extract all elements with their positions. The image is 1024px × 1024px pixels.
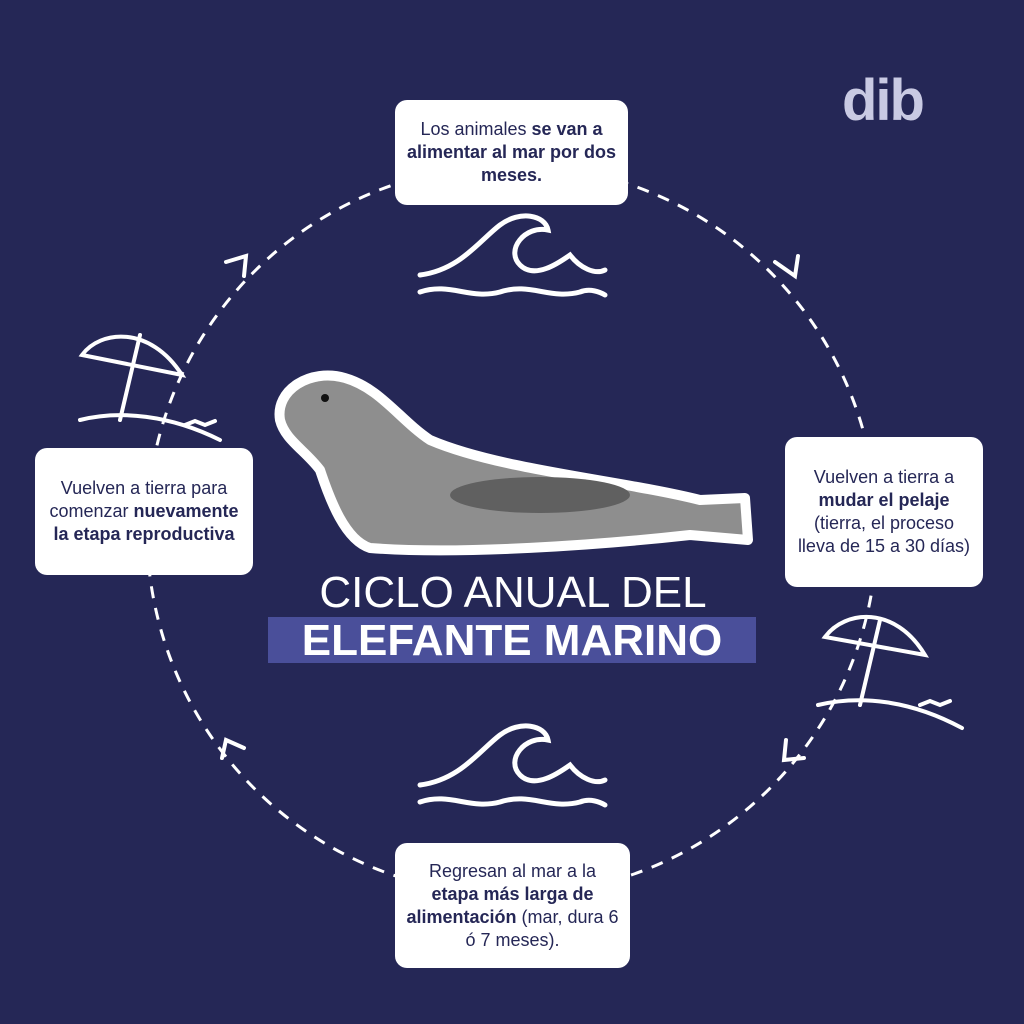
arrow-icon bbox=[220, 253, 806, 763]
step-text-bold: nuevamente la etapa reproductiva bbox=[53, 501, 239, 544]
step-text-bold: mudar el pelaje bbox=[818, 490, 950, 510]
step-text: Vuelven a tierra para comenzar bbox=[49, 478, 228, 521]
step-molt: Vuelven a tierra a mudar el pelaje (tier… bbox=[785, 437, 983, 587]
beach-umbrella-icon bbox=[816, 615, 964, 730]
elephant-seal-illustration bbox=[274, 370, 753, 556]
title-line-1: CICLO ANUAL DEL bbox=[319, 568, 707, 617]
step-text-bold: etapa más larga de alimentación bbox=[406, 883, 594, 927]
step-text-bold: se van a alimentar al mar por dos meses. bbox=[406, 119, 617, 185]
step-feed-long: Regresan al mar a la etapa más larga de … bbox=[395, 843, 630, 968]
title-line-2: ELEFANTE MARINO bbox=[268, 617, 756, 665]
step-text: Regresan al mar a la bbox=[428, 860, 597, 881]
wave-icon bbox=[417, 723, 608, 808]
step-feed-short: Los animales se van a alimentar al mar p… bbox=[395, 100, 628, 205]
beach-umbrella-icon bbox=[78, 333, 222, 442]
dib-logo: dib bbox=[842, 68, 925, 133]
step-text: (mar, dura 6 ó 7 meses). bbox=[465, 906, 619, 950]
wave-icon bbox=[417, 213, 608, 298]
step-reproduce: Vuelven a tierra para comenzar nuevament… bbox=[35, 448, 253, 575]
step-text: Vuelven a tierra a bbox=[813, 467, 955, 487]
step-text: Los animales bbox=[420, 119, 532, 139]
step-text: (tierra, el proceso lleva de 15 a 30 día… bbox=[797, 513, 971, 556]
